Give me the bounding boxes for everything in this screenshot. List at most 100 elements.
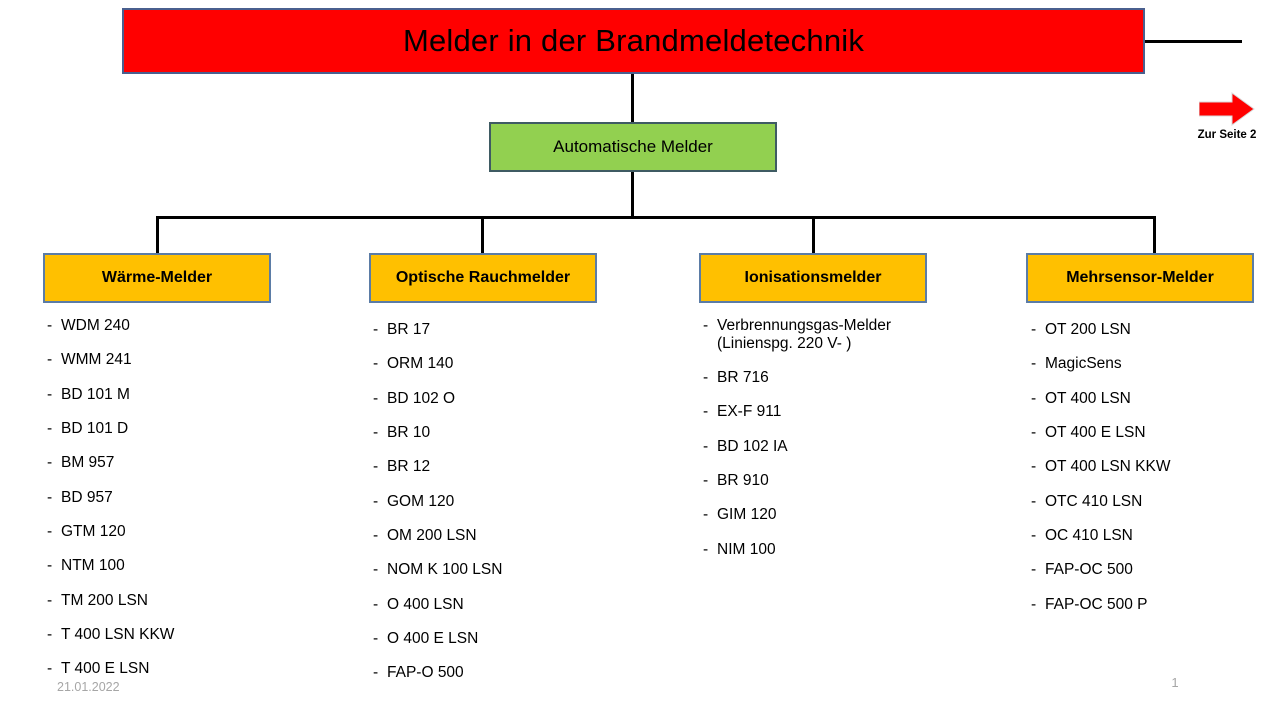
list-item: -OT 200 LSN <box>1031 321 1271 339</box>
list-bullet-dash: - <box>373 664 379 682</box>
list-item: -OM 200 LSN <box>373 527 673 545</box>
list-item: -BD 101 D <box>47 420 347 438</box>
list-item: -MagicSens <box>1031 355 1271 373</box>
list-bullet-dash: - <box>47 625 53 643</box>
category-header-label: Ionisationsmelder <box>744 269 882 286</box>
list-item-label: TM 200 LSN <box>61 591 149 609</box>
list-item-label: BR 910 <box>717 472 769 490</box>
go-to-page-2-link[interactable]: Zur Seite 2 <box>1186 92 1268 141</box>
list-bullet-dash: - <box>703 472 709 490</box>
list-item: -ORM 140 <box>373 355 673 373</box>
list-bullet-dash: - <box>373 595 379 613</box>
list-item-label: OC 410 LSN <box>1045 526 1133 544</box>
detector-list-ionisationsmelder: -Verbrennungsgas-Melder (Linienspg. 220 … <box>703 317 963 575</box>
connector-drop-3 <box>812 216 815 253</box>
list-item-label: BD 102 O <box>387 389 456 407</box>
list-bullet-dash: - <box>1031 321 1037 338</box>
category-box-ionisationsmelder: Ionisationsmelder <box>699 253 927 303</box>
detector-list-waerme-melder: -WDM 240-WMM 241-BD 101 M-BD 101 D-BM 95… <box>47 317 347 694</box>
title-right-connector <box>1145 40 1242 43</box>
list-item-label: GIM 120 <box>717 506 777 524</box>
list-item: -T 400 E LSN <box>47 660 347 678</box>
list-bullet-dash: - <box>47 660 53 678</box>
list-item-label: OM 200 LSN <box>387 526 477 544</box>
list-item-label: BR 716 <box>717 369 769 387</box>
category-header-label: Mehrsensor-Melder <box>1066 269 1214 286</box>
list-item: -Verbrennungsgas-Melder (Linienspg. 220 … <box>703 317 963 353</box>
list-item: -OT 400 LSN KKW <box>1031 458 1271 476</box>
list-item-label: T 400 LSN KKW <box>61 625 175 643</box>
detector-list-mehrsensor-melder: -OT 200 LSN-MagicSens-OT 400 LSN-OT 400 … <box>1031 321 1271 630</box>
category-box-waerme-melder: Wärme-Melder <box>43 253 271 303</box>
connector-drop-2 <box>481 216 484 253</box>
list-item: -O 400 LSN <box>373 596 673 614</box>
list-item-label: OT 400 LSN KKW <box>1045 458 1171 476</box>
connector-title-to-auto <box>631 74 634 122</box>
list-item: -GTM 120 <box>47 523 347 541</box>
list-item: -BD 101 M <box>47 386 347 404</box>
list-item-label: NIM 100 <box>717 540 776 558</box>
list-item-label: WDM 240 <box>61 317 130 334</box>
category-header-label: Optische Rauchmelder <box>395 269 571 286</box>
list-bullet-dash: - <box>373 629 379 647</box>
list-item: -EX-F 911 <box>703 403 963 421</box>
list-item-label: OT 400 LSN <box>1045 389 1131 407</box>
list-item-label: Verbrennungsgas-Melder (Linienspg. 220 V… <box>717 317 892 352</box>
list-item-label: BR 10 <box>387 423 431 441</box>
list-bullet-dash: - <box>373 321 379 338</box>
list-bullet-dash: - <box>373 389 379 407</box>
list-item: -OT 400 LSN <box>1031 390 1271 408</box>
list-bullet-dash: - <box>1031 355 1037 373</box>
list-item: -WDM 240 <box>47 317 347 335</box>
list-bullet-dash: - <box>703 437 709 455</box>
list-item-label: BD 102 IA <box>717 437 788 455</box>
list-item-label: NOM K 100 LSN <box>387 561 503 579</box>
detector-list-optische-rauchmelder: -BR 17-ORM 140-BD 102 O-BR 10-BR 12-GOM … <box>373 321 673 698</box>
title-text: Melder in der Brandmeldetechnik <box>402 23 865 58</box>
list-item: -NTM 100 <box>47 557 347 575</box>
list-bullet-dash: - <box>47 522 53 540</box>
list-bullet-dash: - <box>703 540 709 558</box>
footer-page-number: 1 <box>1171 675 1179 690</box>
automatic-detectors-label: Automatische Melder <box>553 137 713 156</box>
list-item: -GIM 120 <box>703 506 963 524</box>
list-item: -BD 102 O <box>373 390 673 408</box>
list-bullet-dash: - <box>703 403 709 421</box>
list-item: -TM 200 LSN <box>47 592 347 610</box>
list-bullet-dash: - <box>373 561 379 579</box>
list-item-label: FAP-OC 500 <box>1045 561 1133 579</box>
list-bullet-dash: - <box>373 458 379 476</box>
list-item: -OTC 410 LSN <box>1031 493 1271 511</box>
list-bullet-dash: - <box>703 369 709 387</box>
red-right-arrow-icon[interactable] <box>1199 92 1255 126</box>
list-bullet-dash: - <box>703 317 709 334</box>
automatic-detectors-box: Automatische Melder <box>489 122 777 172</box>
list-bullet-dash: - <box>47 351 53 369</box>
list-item: -FAP-OC 500 P <box>1031 596 1271 614</box>
list-item: -BR 10 <box>373 424 673 442</box>
list-bullet-dash: - <box>1031 492 1037 510</box>
list-bullet-dash: - <box>1031 423 1037 441</box>
list-item-label: O 400 E LSN <box>387 629 479 647</box>
category-box-optische-rauchmelder: Optische Rauchmelder <box>369 253 597 303</box>
list-item-label: FAP-O 500 <box>387 664 464 682</box>
list-item: -OT 400 E LSN <box>1031 424 1271 442</box>
list-bullet-dash: - <box>47 419 53 437</box>
list-item-label: BR 12 <box>387 458 431 476</box>
go-to-page-2-label: Zur Seite 2 <box>1197 129 1257 141</box>
list-item: -T 400 LSN KKW <box>47 626 347 644</box>
list-item: -OC 410 LSN <box>1031 527 1271 545</box>
list-item-label: MagicSens <box>1045 355 1122 373</box>
list-item: -BD 957 <box>47 489 347 507</box>
list-item-label: OT 400 E LSN <box>1045 423 1146 441</box>
list-item-label: BD 957 <box>61 488 113 506</box>
list-bullet-dash: - <box>373 492 379 510</box>
list-item: -BR 910 <box>703 472 963 490</box>
connector-horizontal-bus <box>156 216 1156 219</box>
list-bullet-dash: - <box>47 488 53 506</box>
list-item: -BR 17 <box>373 321 673 339</box>
list-bullet-dash: - <box>47 557 53 575</box>
list-item: -NIM 100 <box>703 541 963 559</box>
list-item-label: T 400 E LSN <box>61 660 150 678</box>
